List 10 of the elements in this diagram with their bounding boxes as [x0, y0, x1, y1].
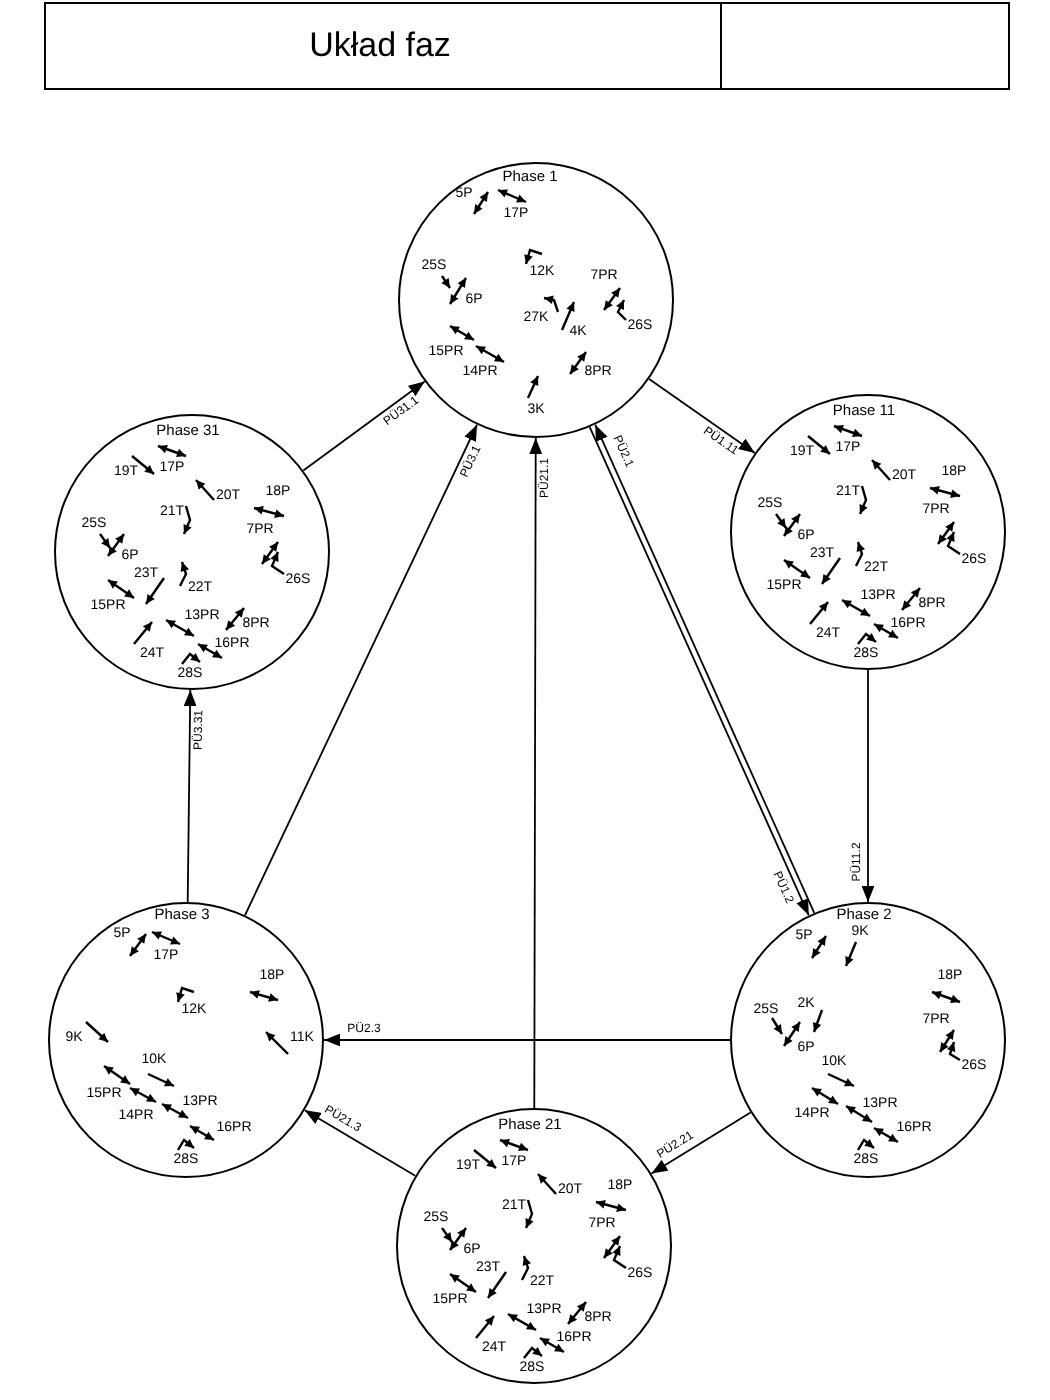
- transition-arrow: [529, 437, 543, 1109]
- transition-arrow: [244, 423, 478, 917]
- transition-arrow: [323, 1033, 731, 1047]
- transition-arrow: [183, 689, 197, 903]
- transition-arrow: [648, 378, 756, 454]
- transition-arrow: [861, 669, 875, 903]
- transition-arrow: [303, 1109, 417, 1177]
- transition-arrow: [650, 1111, 752, 1175]
- diagram-title: Układ faz: [307, 24, 453, 69]
- transition-arrow: [302, 380, 426, 472]
